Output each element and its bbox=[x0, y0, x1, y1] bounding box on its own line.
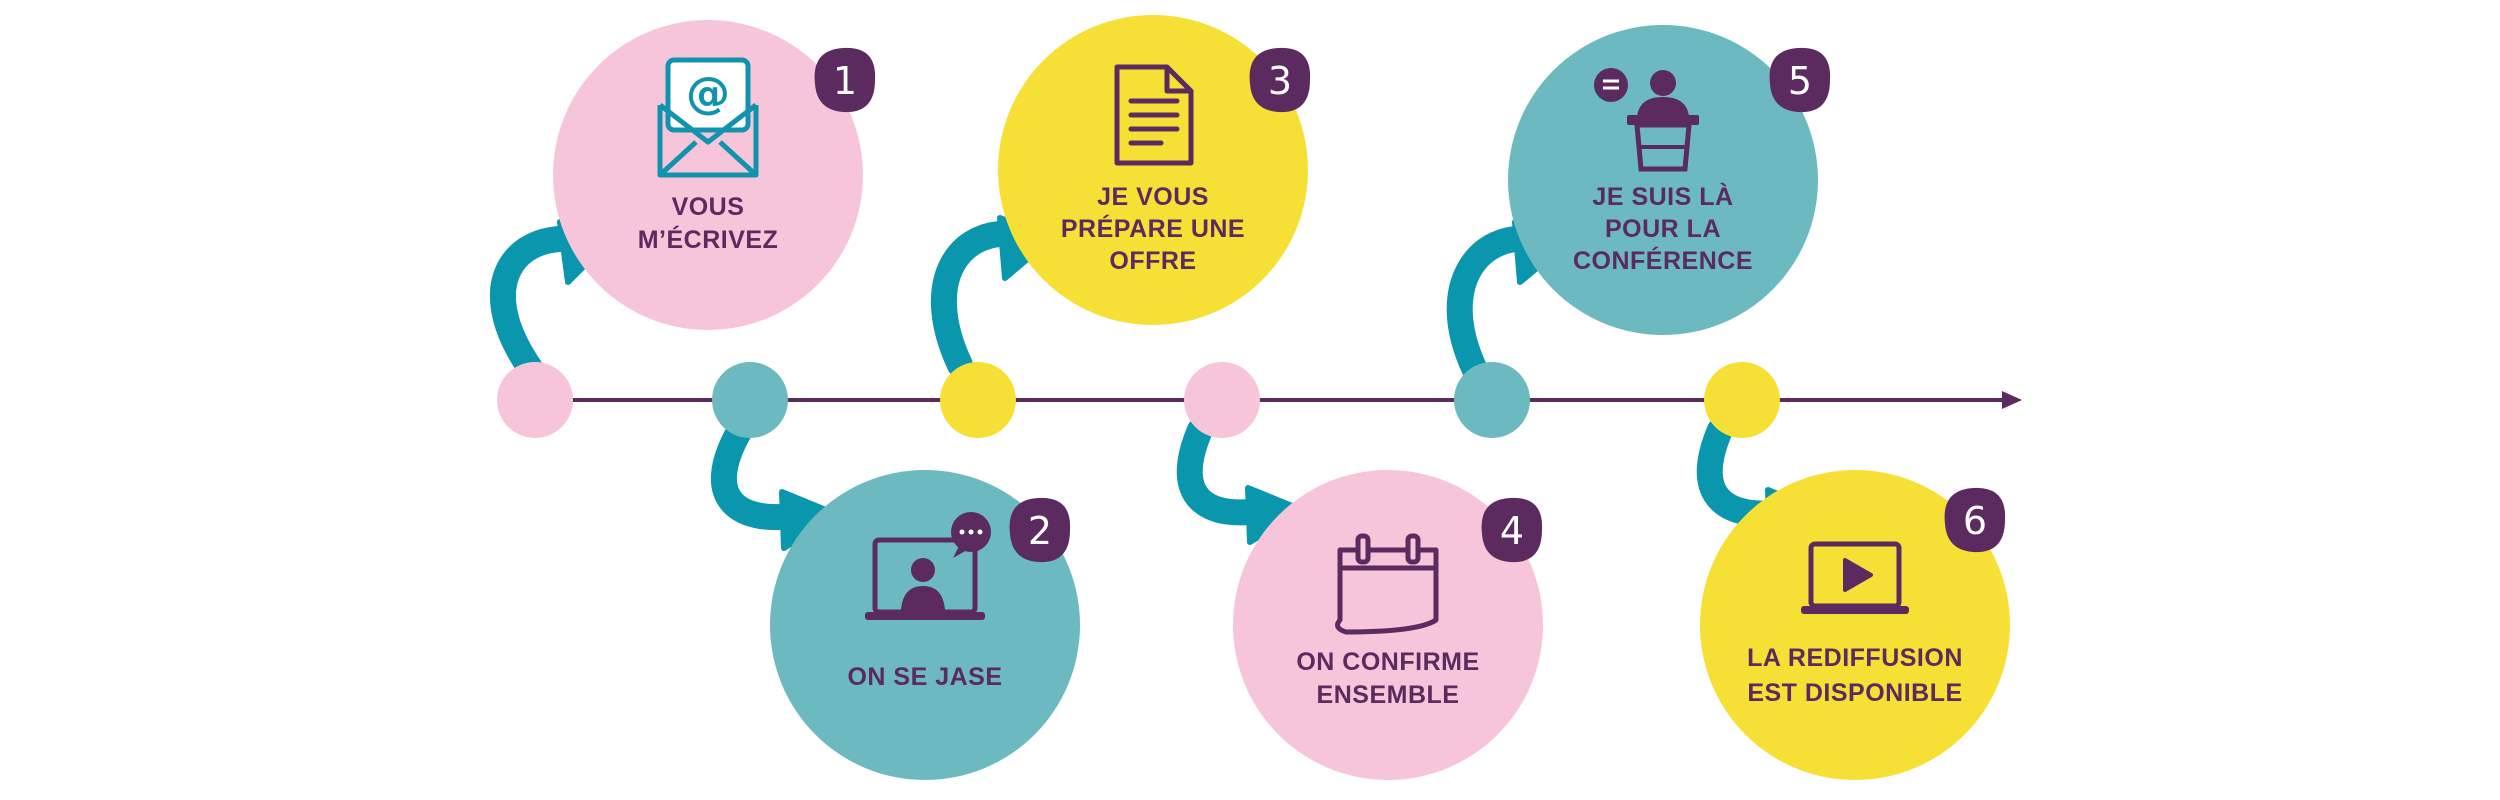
timeline-dot-1 bbox=[497, 362, 573, 438]
step-5-label-line-1: JE SUIS LÀ bbox=[1592, 182, 1733, 211]
timeline-dots bbox=[497, 362, 1780, 438]
video-play-icon bbox=[1801, 541, 1909, 614]
curved-arrow-2 bbox=[710, 417, 813, 531]
step-badge-4 bbox=[1481, 497, 1543, 563]
step-6-label-line-1: LA REDIFFUSION bbox=[1747, 644, 1963, 672]
step-badge-5 bbox=[1769, 47, 1831, 113]
step-badge-2 bbox=[1009, 497, 1071, 563]
envelope-at-icon: @ bbox=[657, 57, 759, 178]
step-3-label-line-3: OFFRE bbox=[1109, 247, 1196, 275]
step-circle-6 bbox=[1700, 470, 2010, 780]
step-number-2: 2 bbox=[1028, 509, 1052, 553]
svg-text:@: @ bbox=[686, 68, 730, 119]
step-6-label-line-2: EST DISPONIBLE bbox=[1747, 679, 1962, 707]
speaker-podium-icon bbox=[1594, 68, 1699, 172]
step-5-label-line-2: POUR LA bbox=[1605, 215, 1721, 243]
timeline-dot-5 bbox=[1454, 362, 1530, 438]
step-1: @ VOUS M’ÉCRIVEZ 1 bbox=[553, 20, 876, 330]
step-4: ON CONFIRME ENSEMBLE 4 bbox=[1233, 470, 1543, 780]
curved-arrow-1 bbox=[489, 225, 593, 381]
step-5-label-line-3: CONFÉRENCE bbox=[1573, 246, 1753, 275]
step-6: LA REDIFFUSION EST DISPONIBLE 6 bbox=[1700, 470, 2010, 780]
connector-arrows bbox=[489, 215, 1825, 551]
step-circles: @ VOUS M’ÉCRIVEZ 1 ON SE JASE 2 JE VOUS PRÉPARE… bbox=[553, 15, 2010, 780]
step-badge-6 bbox=[1944, 487, 2006, 553]
step-circle-2 bbox=[770, 470, 1080, 780]
calendar-icon bbox=[1335, 533, 1439, 635]
step-badge-3 bbox=[1249, 47, 1311, 113]
step-1-label-line-1: VOUS bbox=[672, 193, 745, 221]
document-icon bbox=[1114, 64, 1194, 166]
step-2: ON SE JASE 2 bbox=[770, 470, 1080, 780]
step-5: JE SUIS LÀ POUR LA CONFÉRENCE 5 bbox=[1508, 25, 1831, 335]
step-3-label-line-2: PRÉPARE UNE bbox=[1061, 214, 1245, 243]
timeline-dot-6 bbox=[1704, 362, 1780, 438]
timeline-dot-3 bbox=[940, 362, 1016, 438]
step-number-3: 3 bbox=[1268, 59, 1292, 103]
step-badge-1 bbox=[814, 47, 876, 113]
step-4-label-line-2: ENSEMBLE bbox=[1317, 681, 1460, 709]
step-circle-5 bbox=[1508, 25, 1818, 335]
step-circle-4 bbox=[1233, 470, 1543, 780]
video-call-icon bbox=[865, 512, 991, 620]
step-number-6: 6 bbox=[1963, 499, 1987, 543]
timeline-arrowhead bbox=[2002, 391, 2022, 409]
step-2-label-line-1: ON SE JASE bbox=[847, 663, 1002, 691]
step-3-label-line-1: JE VOUS bbox=[1097, 183, 1209, 211]
timeline-dot-4 bbox=[1184, 362, 1260, 438]
step-circle-3 bbox=[998, 15, 1308, 325]
step-1-label-line-2: M’ÉCRIVEZ bbox=[638, 225, 779, 254]
step-3: JE VOUS PRÉPARE UNE OFFRE 3 bbox=[998, 15, 1311, 325]
step-number-4: 4 bbox=[1500, 509, 1524, 553]
step-number-5: 5 bbox=[1788, 59, 1812, 103]
step-4-label-line-1: ON CONFIRME bbox=[1296, 648, 1479, 676]
timeline-dot-2 bbox=[712, 362, 788, 438]
step-number-1: 1 bbox=[833, 59, 857, 103]
